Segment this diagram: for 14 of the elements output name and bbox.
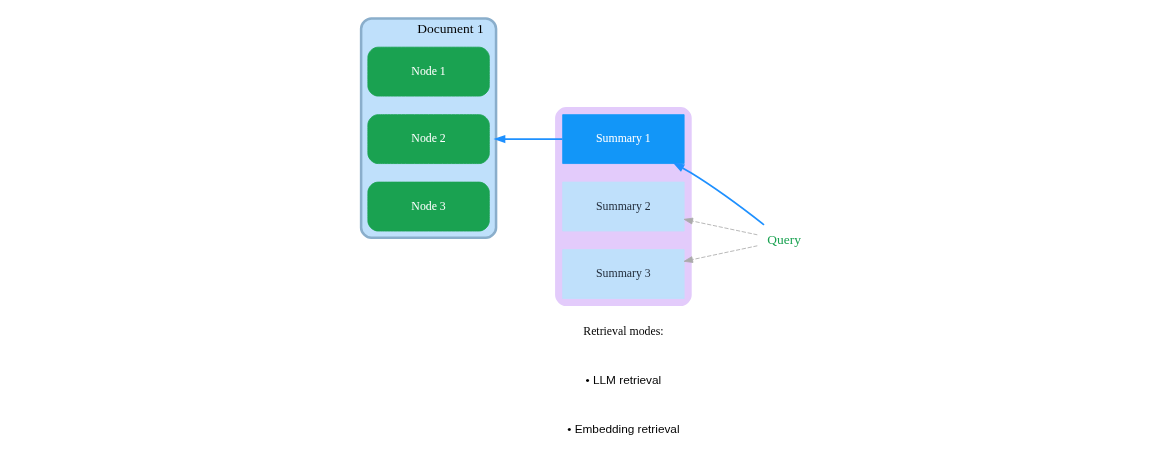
node-box: Summary 2 (562, 181, 685, 232)
label: Retrieval modes: (583, 324, 664, 339)
label: • LLM retrieval (585, 373, 662, 388)
node-text: Query (767, 231, 801, 247)
node-box: Node 2 (367, 114, 490, 164)
label: • Embedding retrieval (567, 422, 680, 437)
arrow (672, 162, 765, 226)
node-box: Summary 3 (562, 249, 685, 299)
arrow (683, 245, 758, 263)
node-box: Node 3 (367, 181, 490, 232)
node-box: Summary 1 (562, 114, 685, 164)
arrow (683, 217, 758, 236)
arrow (493, 134, 564, 144)
node-box: Node 1 (367, 46, 490, 97)
